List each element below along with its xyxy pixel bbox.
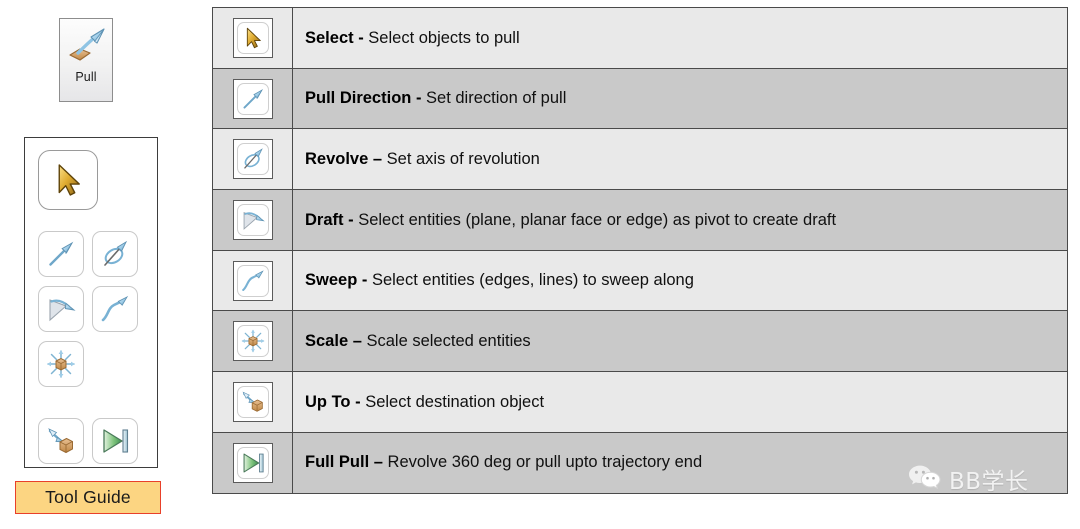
revolve-tool-button[interactable] [92,231,138,277]
tool-guide-label: Tool Guide [15,481,161,514]
revolve-axis-icon [236,143,269,176]
row-term: Pull Direction [305,89,412,108]
table-row: Revolve – Set axis of revolution [212,128,1068,191]
tool-guide-table-body: Select - Select objects to pull Pull Dir… [212,7,1068,494]
row-separator: – [348,331,367,350]
row-separator: – [368,149,387,168]
full-pull-skip-icon [236,446,269,479]
row-term: Revolve [305,149,369,168]
row-term: Up To [305,392,351,411]
select-tool-button[interactable] [38,150,98,210]
table-row: Scale – Scale selected entities [212,310,1068,373]
ribbon-pull-button[interactable]: Pull [59,18,113,102]
row-description: Scale selected entities [366,331,531,350]
revolve-axis-icon [99,238,131,270]
row-term: Full Pull [305,453,370,472]
curved-arrow-icon [99,293,131,325]
table-row: Pull Direction - Set direction of pull [212,67,1068,130]
tool-panel-row-4 [25,332,157,387]
tool-guide-table: Select - Select objects to pull Pull Dir… [212,7,1068,494]
row-description: Revolve 360 deg or pull upto trajectory … [387,453,703,472]
tool-panel-row-5 [25,387,157,464]
straight-arrow-icon [236,82,269,115]
pull-tool-options-panel [24,137,158,468]
icon-frame [232,442,273,483]
row-description-cell: Revolve – Set axis of revolution [292,128,1068,191]
scale-cube-icon [45,348,77,380]
scale-cube-icon [236,325,269,358]
cursor-arrow-icon [236,21,269,54]
cursor-arrow-icon [48,160,88,200]
icon-frame [232,199,273,240]
curved-arrow-icon [236,264,269,297]
pull-arrow-plane-icon [64,25,108,69]
row-icon-cell [212,67,293,130]
row-icon-cell [212,249,293,312]
icon-frame [232,260,273,301]
icon-frame [232,321,273,362]
up-to-tool-button[interactable] [38,418,84,464]
row-description-cell: Scale – Scale selected entities [292,310,1068,373]
icon-frame [232,78,273,119]
row-description: Set direction of pull [426,89,567,108]
scale-tool-button[interactable] [38,341,84,387]
table-row: Select - Select objects to pull [212,7,1068,69]
row-term: Draft [305,210,344,229]
full-pull-skip-icon [99,425,131,457]
row-icon-cell [212,128,293,191]
ribbon-pull-label: Pull [75,70,97,84]
draft-pivot-icon [236,203,269,236]
row-icon-cell [212,310,293,373]
row-description-cell: Pull Direction - Set direction of pull [292,67,1068,130]
row-description: Set axis of revolution [386,149,540,168]
row-description-cell: Sweep - Select entities (edges, lines) t… [292,249,1068,312]
row-description: Select entities (edges, lines) to sweep … [371,271,694,290]
up-to-box-icon [45,425,77,457]
row-icon-cell [212,7,293,69]
table-row: Full Pull – Revolve 360 deg or pull upto… [212,431,1068,494]
row-separator: - [350,392,366,411]
row-icon-cell [212,431,293,494]
row-description-cell: Full Pull – Revolve 360 deg or pull upto… [292,431,1068,494]
row-separator: - [411,89,427,108]
draft-pivot-icon [45,293,77,325]
table-row: Draft - Select entities (plane, planar f… [212,189,1068,251]
tool-panel-row-1 [25,138,157,210]
pull-direction-tool-button[interactable] [38,231,84,277]
icon-frame [232,17,273,58]
row-term: Scale [305,331,349,350]
icon-frame [232,139,273,180]
sweep-tool-button[interactable] [92,286,138,332]
tool-panel-row-3 [25,277,157,332]
row-description-cell: Up To - Select destination object [292,371,1068,433]
row-separator: – [369,453,388,472]
row-term: Select [305,28,354,47]
row-description: Select destination object [365,392,545,411]
row-icon-cell [212,189,293,251]
tool-panel-row-2 [25,210,157,277]
row-description: Select objects to pull [368,28,520,47]
row-icon-cell [212,371,293,433]
draft-tool-button[interactable] [38,286,84,332]
table-row: Sweep - Select entities (edges, lines) t… [212,249,1068,312]
row-description: Select entities (plane, planar face or e… [358,210,837,229]
row-separator: - [357,271,372,290]
row-description-cell: Select - Select objects to pull [292,7,1068,69]
row-term: Sweep [305,271,358,290]
icon-frame [232,381,273,422]
full-pull-tool-button[interactable] [92,418,138,464]
row-separator: - [353,28,369,47]
row-description-cell: Draft - Select entities (plane, planar f… [292,189,1068,251]
row-separator: - [343,210,359,229]
straight-arrow-icon [45,238,77,270]
up-to-box-icon [236,385,269,418]
table-row: Up To - Select destination object [212,371,1068,433]
